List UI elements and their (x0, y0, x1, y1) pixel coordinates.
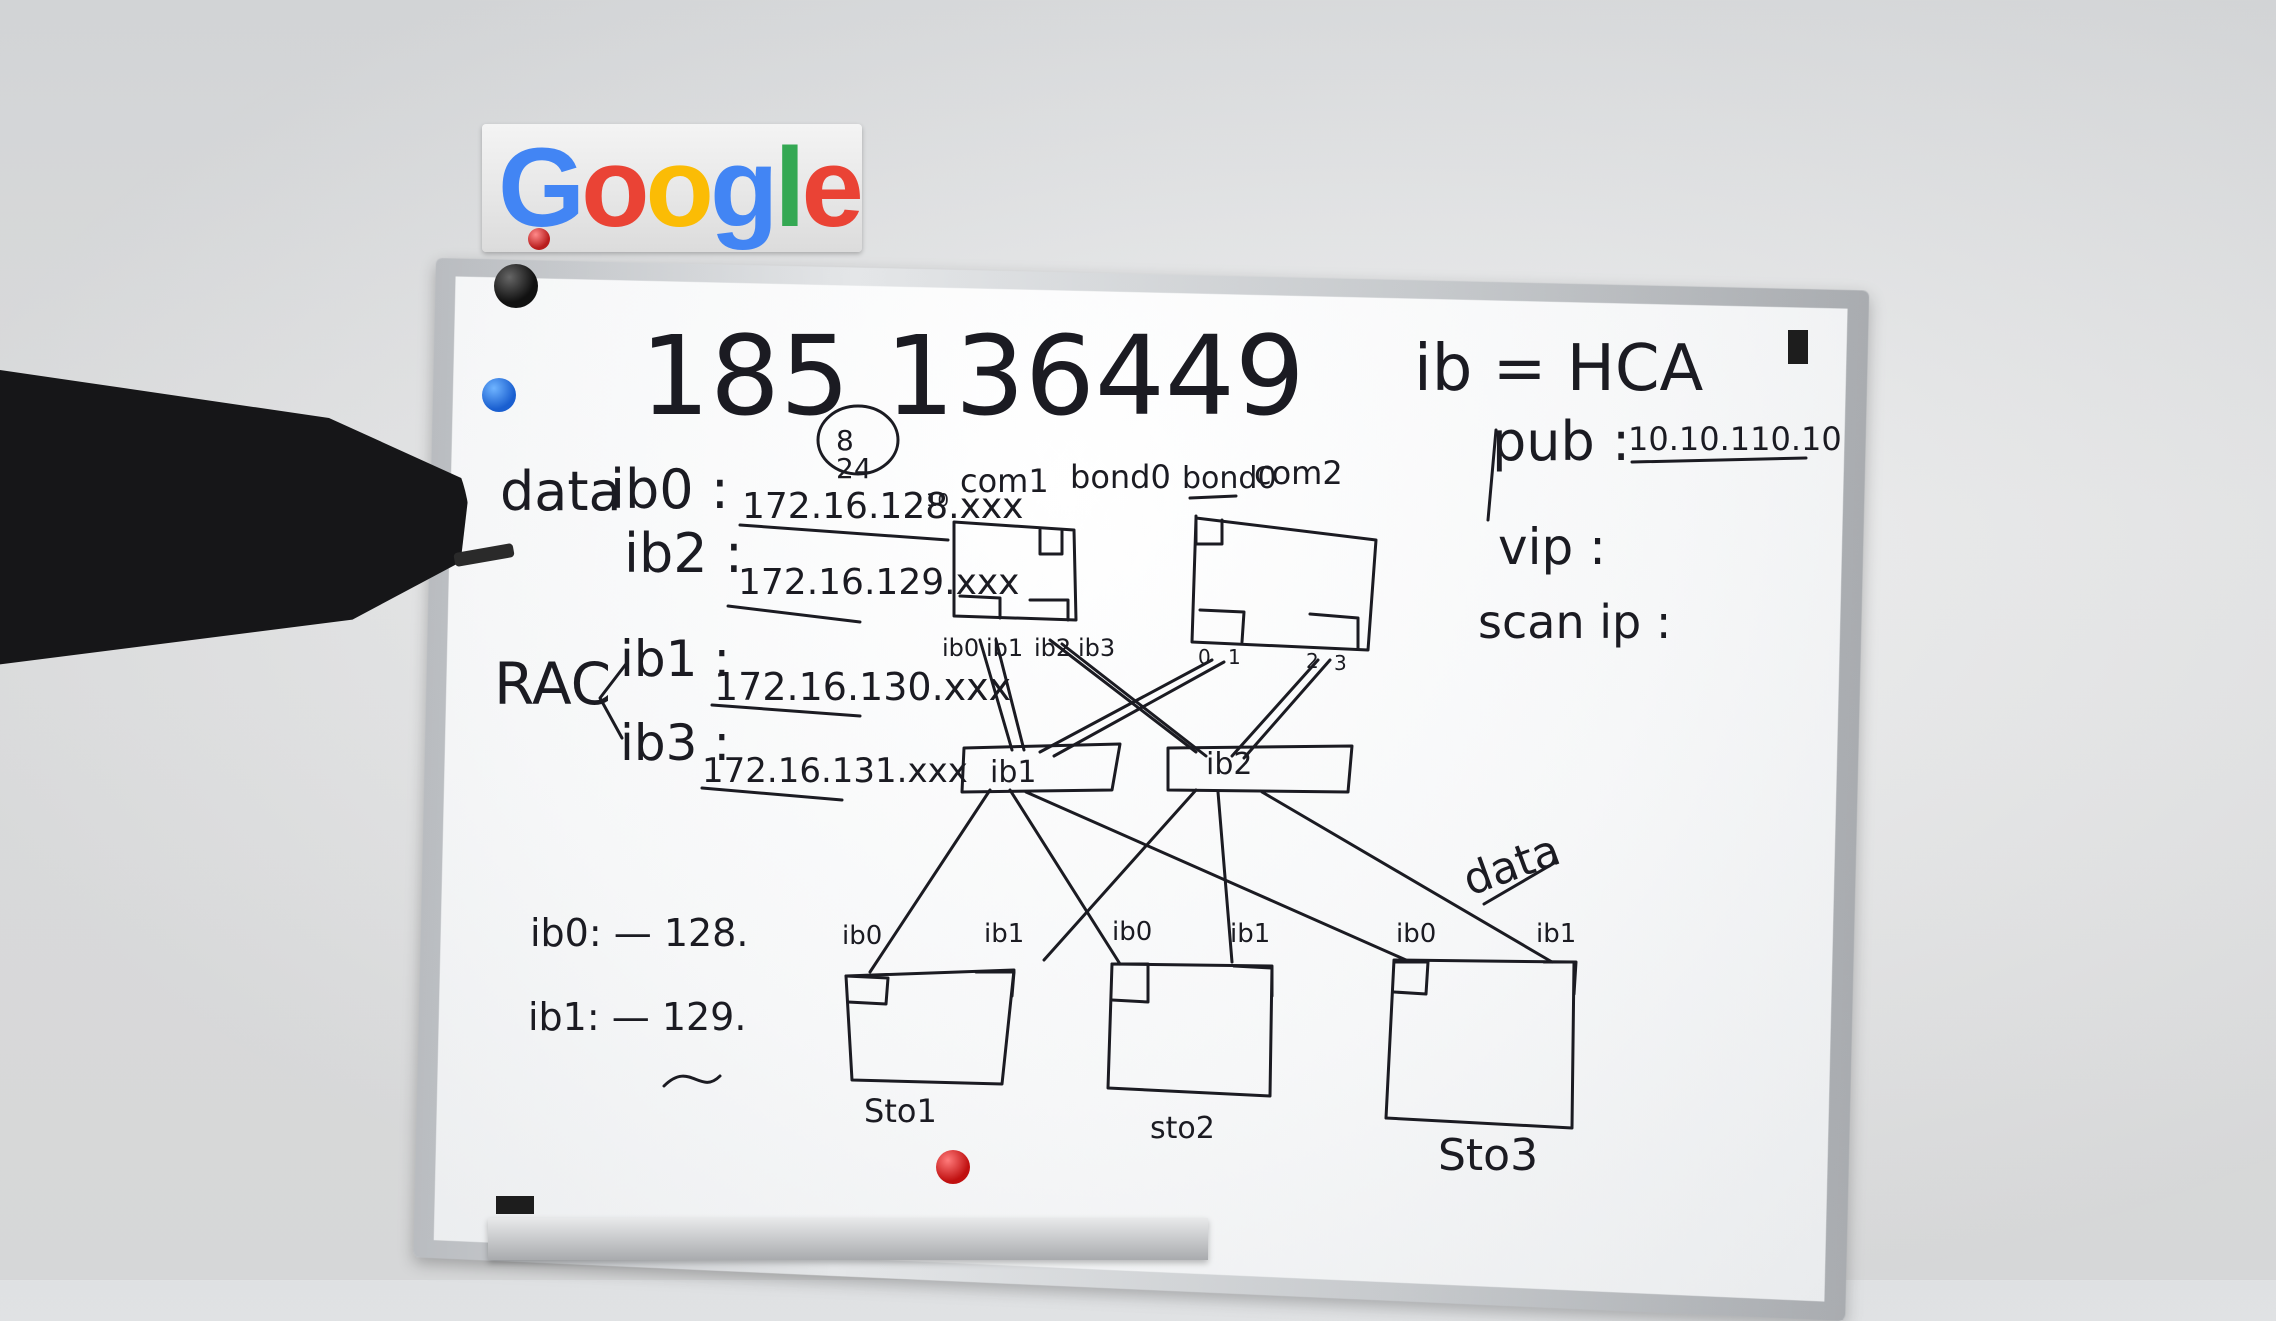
switch-ib2-label: ib2 (1206, 747, 1252, 782)
link (1042, 788, 1198, 962)
marker-tray (488, 1218, 1208, 1260)
google-sign: Google (482, 124, 864, 252)
sto1-port-ib1: ib1 (984, 919, 1024, 949)
com2-port-1: 1 (1228, 645, 1241, 669)
com2-label: com2 (1254, 454, 1343, 492)
link (1024, 790, 1408, 962)
link (1052, 660, 1226, 758)
com2-port-tabs (1198, 608, 1360, 650)
underline (726, 604, 862, 624)
underline (710, 703, 862, 718)
data-link-label: data (1456, 825, 1567, 907)
logo-letter: o (581, 125, 649, 250)
com2-port-2: 2 (1306, 649, 1319, 673)
com1-port-ib2: ib2 (1034, 634, 1071, 662)
storage-box-sto2 (1106, 962, 1274, 1098)
bond0-left-label: bond0 (1070, 458, 1171, 496)
phone-number: 185 136449 (640, 312, 1305, 440)
underline (738, 523, 950, 542)
com1-label: com1 (960, 462, 1049, 500)
data-group-label: data (500, 460, 622, 523)
link (1048, 638, 1198, 754)
sto2-port-tabs (1110, 962, 1274, 1004)
sto1-port-tabs (844, 970, 1016, 1006)
vip-label: vip : (1498, 518, 1606, 576)
ib0-note: ib0: — 128. (530, 911, 748, 955)
sto3-port-ib1: ib1 (1536, 919, 1576, 949)
com1-port-tabs (958, 594, 1070, 622)
switch-ib1-label: ib1 (990, 755, 1036, 790)
board-corner-clip (496, 1196, 534, 1214)
switch-ib2 (1166, 744, 1354, 794)
com1-port-ib1: ib1 (986, 634, 1023, 662)
logo-letter: l (774, 125, 805, 250)
ib0-label: ib0 : (610, 458, 729, 521)
bond0-right-label: bond0 (1182, 461, 1277, 496)
link (1060, 642, 1208, 758)
google-logo: Google (498, 124, 864, 252)
ib1-ip: 172.16.130.xxx (714, 665, 1011, 709)
link (978, 638, 1014, 752)
bracket (1486, 428, 1498, 522)
sto2-port-ib0: ib0 (1112, 917, 1152, 947)
ib0-ip: 172.16.128.xxx (742, 486, 1023, 527)
com1-box (952, 520, 1078, 622)
sign-magnet (528, 228, 550, 250)
ib0-superscript: 10 (926, 490, 949, 511)
link (1008, 788, 1122, 966)
ib-definition: ib = HCA (1414, 332, 1704, 406)
ib2-label: ib2 : (624, 522, 743, 585)
sto3-port-ib0: ib0 (1396, 919, 1436, 949)
black-magnet (494, 264, 538, 308)
link (1216, 790, 1234, 964)
underline (700, 786, 844, 802)
pub-value: 10.10.110.10 (1628, 420, 1842, 458)
note-circle (816, 404, 900, 476)
underline (1188, 494, 1238, 500)
com1-port-ib3: ib3 (1078, 634, 1115, 662)
logo-letter: e (801, 125, 864, 250)
com1-port-ib0: ib0 (942, 634, 979, 662)
logo-letter: g (709, 125, 778, 250)
ib1-note: ib1: — 129. (528, 995, 746, 1039)
sto3-label: Sto3 (1438, 1130, 1538, 1181)
ib2-ip: 172.16.129.xxx (738, 562, 1019, 603)
squiggle (662, 1074, 722, 1088)
link (1038, 658, 1214, 754)
sto1-port-ib0: ib0 (842, 921, 882, 951)
storage-box-sto3 (1384, 958, 1576, 1130)
red-magnet (936, 1150, 970, 1184)
board-corner-clip (1788, 330, 1808, 364)
switch-ib1 (960, 742, 1122, 794)
ib3-label: ib3 : (620, 714, 730, 772)
com2-port-3: 3 (1334, 651, 1347, 675)
link (1242, 658, 1332, 760)
rac-group-label: RAC (494, 650, 611, 718)
com1-bond-tab (1038, 528, 1064, 556)
link (994, 638, 1026, 752)
blue-magnet (482, 378, 516, 412)
underline (1630, 456, 1808, 464)
link (868, 788, 992, 974)
ib3-ip: 172.16.131.xxx (702, 751, 968, 791)
link (1260, 790, 1554, 964)
data-arrow (1482, 860, 1558, 906)
link (1230, 658, 1320, 758)
pub-label: pub : (1492, 410, 1630, 473)
logo-letter: o (645, 125, 714, 250)
com2-port-0: 0 (1198, 645, 1211, 669)
sto2-label: sto2 (1150, 1111, 1215, 1146)
com2-box (1190, 516, 1378, 652)
sto1-label: Sto1 (864, 1092, 937, 1130)
storage-box-sto1 (844, 968, 1016, 1086)
sto2-port-ib1: ib1 (1230, 919, 1270, 949)
ib1-label: ib1 : (620, 630, 730, 688)
sto3-port-tabs (1392, 960, 1578, 996)
bracket (598, 662, 628, 740)
com2-bond-tab (1194, 514, 1224, 546)
scan-ip-label: scan ip : (1478, 595, 1671, 649)
